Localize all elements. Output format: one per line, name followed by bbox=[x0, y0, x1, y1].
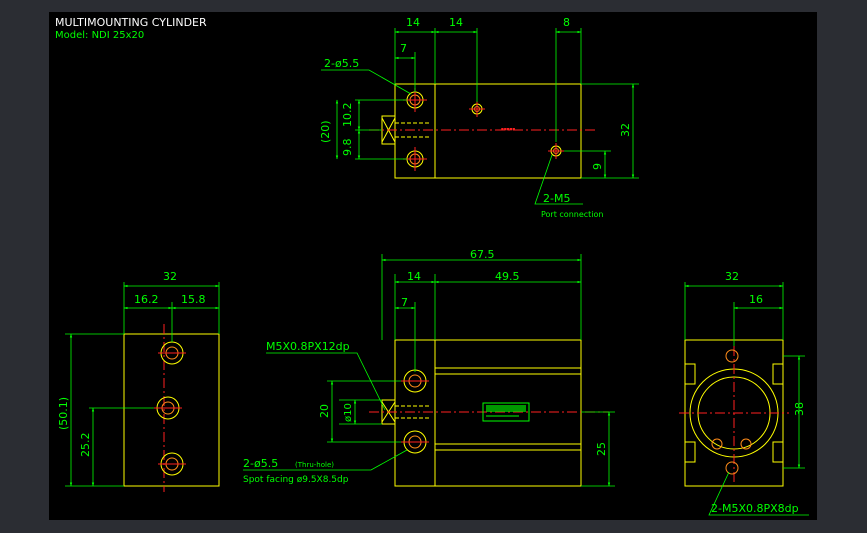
front-dim-25: 25 bbox=[595, 442, 608, 456]
front-hole-bottom bbox=[401, 430, 429, 454]
top-dim-20: (20) bbox=[319, 120, 332, 143]
top-dim-7: 7 bbox=[400, 42, 407, 55]
top-dim-14b: 14 bbox=[449, 16, 463, 29]
left-view: 32 16.2 15.8 (50.1) 25.2 bbox=[57, 270, 220, 492]
front-counterbore-label: Spot facing ø9.5X8.5dp bbox=[243, 475, 349, 485]
right-dim-38: 38 bbox=[793, 402, 806, 416]
front-hole-top bbox=[401, 369, 429, 393]
front-view: 67.5 14 49.5 7 M5X0.8PX12dp 20 ø10 25 2-… bbox=[243, 248, 615, 487]
top-dim-8: 8 bbox=[563, 16, 570, 29]
front-body bbox=[394, 339, 582, 487]
front-dim-14: 14 bbox=[407, 270, 421, 283]
right-view: 32 16 38 2-M5X0.8PX8dp bbox=[679, 270, 809, 516]
top-view: ■■■■■ bbox=[319, 16, 639, 219]
top-dim-14a: 14 bbox=[406, 16, 420, 29]
front-dim-49-5: 49.5 bbox=[495, 270, 520, 283]
model-label: Model: NDI 25x20 bbox=[55, 30, 144, 41]
top-dim-9-8: 9.8 bbox=[341, 139, 354, 157]
top-dim-9: 9 bbox=[591, 163, 604, 170]
top-port-note: Port connection bbox=[541, 210, 603, 219]
left-dim-50-1: (50.1) bbox=[57, 397, 70, 430]
svg-text:■■■■■: ■■■■■ bbox=[501, 127, 515, 131]
right-hole-right bbox=[740, 438, 752, 450]
right-port-bottom bbox=[725, 461, 739, 475]
right-dim-16: 16 bbox=[749, 293, 763, 306]
front-dim-20: 20 bbox=[318, 404, 331, 418]
left-hole-mid bbox=[154, 396, 182, 420]
right-hole-left bbox=[711, 438, 723, 450]
front-dim-67-5: 67.5 bbox=[470, 248, 495, 261]
left-body bbox=[123, 333, 220, 487]
left-dim-32: 32 bbox=[163, 270, 177, 283]
left-dim-16-2: 16.2 bbox=[134, 293, 159, 306]
top-port-label: 2-M5 bbox=[543, 192, 570, 205]
front-dim-7: 7 bbox=[401, 296, 408, 309]
top-dim-10-2: 10.2 bbox=[341, 103, 354, 128]
right-thread-label: 2-M5X0.8PX8dp bbox=[711, 502, 799, 515]
right-dim-32: 32 bbox=[725, 270, 739, 283]
front-logo-plate bbox=[482, 402, 530, 422]
left-hole-bottom bbox=[158, 452, 186, 476]
front-hole-label: 2-ø5.5 bbox=[243, 457, 278, 470]
left-dim-15-8: 15.8 bbox=[181, 293, 206, 306]
right-port-top bbox=[725, 349, 739, 363]
left-dim-25-2: 25.2 bbox=[79, 433, 92, 458]
top-hole-label: 2-ø5.5 bbox=[324, 57, 359, 70]
front-dim-phi10: ø10 bbox=[343, 403, 354, 422]
drawing-canvas: MULTIMOUNTING CYLINDER Model: NDI 25x20 … bbox=[49, 12, 817, 520]
cad-drawing: MULTIMOUNTING CYLINDER Model: NDI 25x20 … bbox=[55, 16, 809, 516]
top-dim-32: 32 bbox=[619, 123, 632, 137]
front-hole-note: (Thru-hole) bbox=[295, 461, 334, 469]
drawing-title: MULTIMOUNTING CYLINDER bbox=[55, 16, 207, 29]
front-thread-label: M5X0.8PX12dp bbox=[266, 340, 350, 353]
left-hole-top bbox=[158, 341, 186, 365]
